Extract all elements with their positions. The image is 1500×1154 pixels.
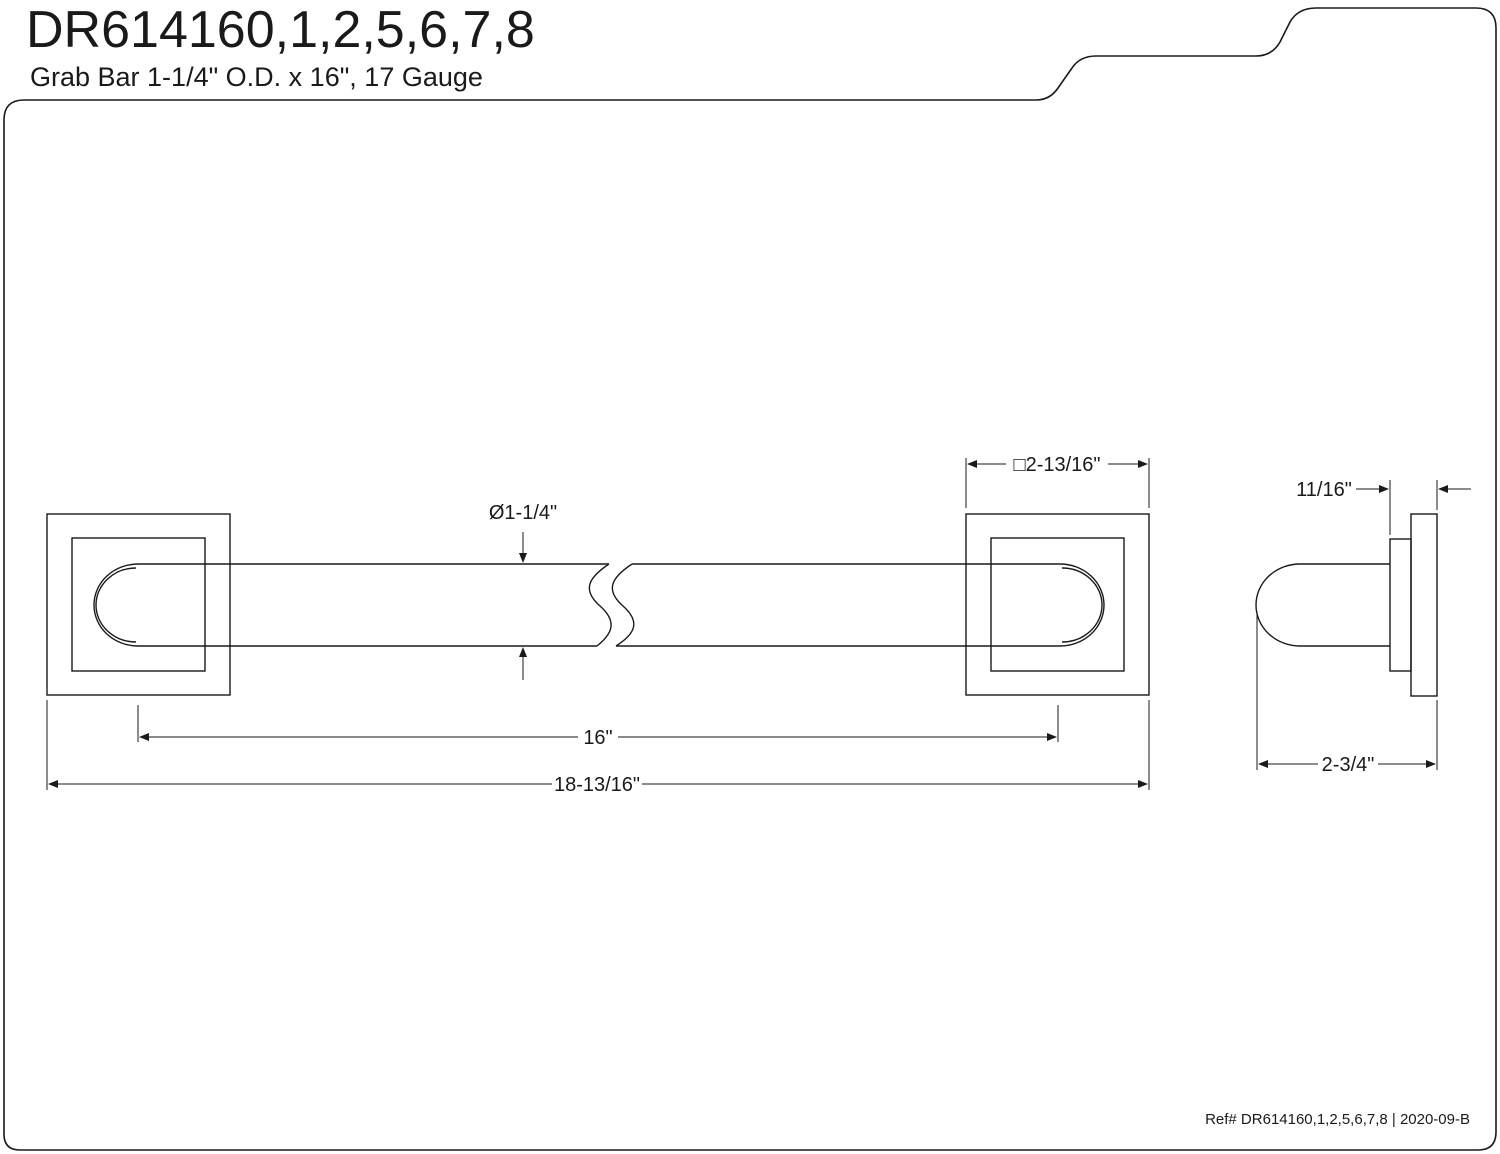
diameter-label: Ø1-1/4" [489, 502, 557, 524]
flange-square-label: □2-13/16" [1013, 454, 1100, 476]
overall-length-label: 18-13/16" [554, 774, 640, 796]
center-to-center-label: 16" [583, 727, 612, 749]
side-bar-profile [1255, 563, 1390, 647]
right-flange-outer [965, 513, 1150, 696]
projection-label: 2-3/4" [1322, 754, 1375, 776]
left-flange-inner [71, 537, 206, 672]
left-flange-outer [46, 513, 231, 696]
bar-break-left [588, 563, 612, 647]
left-bar-end-arc [95, 567, 137, 643]
sheet-border [3, 7, 1497, 1151]
reference-footer: Ref# DR614160,1,2,5,6,7,8 | 2020-09-B [1205, 1111, 1470, 1128]
product-description: Grab Bar 1-1/4" O.D. x 16", 17 Gauge [30, 62, 483, 92]
side-flange-step [1389, 538, 1412, 672]
right-bar-end-arc [1061, 567, 1103, 643]
bar-left-section [93, 563, 609, 647]
model-title: DR614160,1,2,5,6,7,8 [26, 1, 535, 59]
right-flange-inner [990, 537, 1125, 672]
side-flange-plate [1410, 513, 1438, 697]
bar-break-right [611, 563, 635, 647]
flange-thickness-label: 11/16" [1296, 479, 1352, 501]
bar-right-section [616, 563, 1105, 647]
